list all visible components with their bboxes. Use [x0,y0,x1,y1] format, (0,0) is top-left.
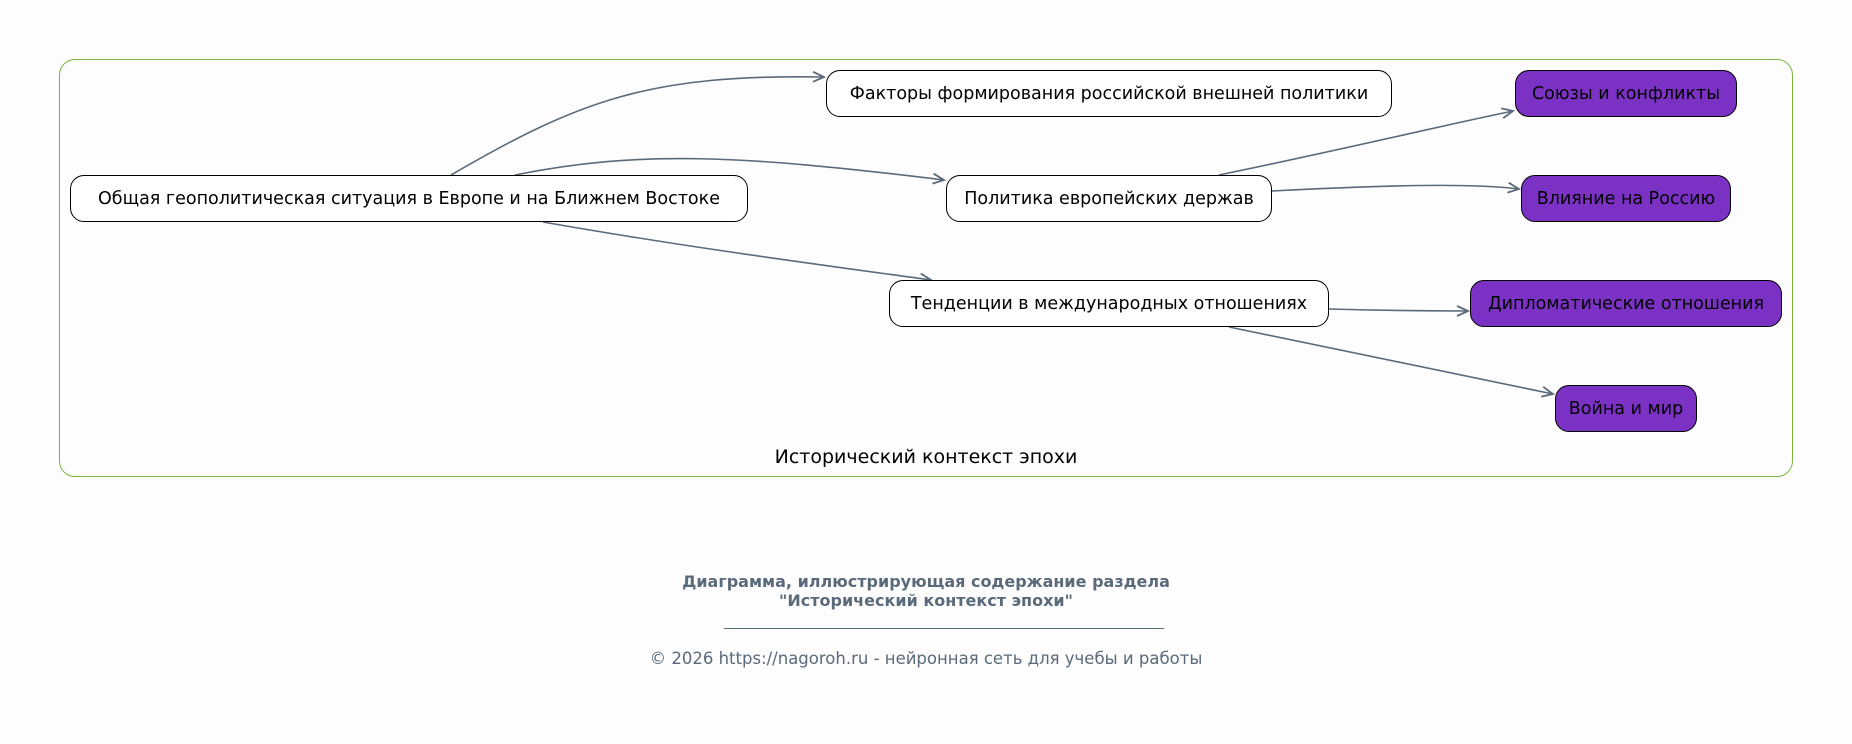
footer-title-line1: Диаграмма, иллюстрирующая содержание раз… [682,572,1170,591]
edge-trends-diplomatic [1328,309,1468,311]
cluster-historical-context [59,59,1793,477]
node-alliances[interactable]: Союзы и конфликты [1515,70,1737,117]
footer-copyright: © 2026 https://nagoroh.ru - нейронная се… [649,649,1203,668]
node-factors[interactable]: Факторы формирования российской внешней … [826,70,1392,117]
edge-root-factors [450,77,824,176]
node-root[interactable]: Общая геополитическая ситуация в Европе … [70,175,748,222]
node-diplomatic[interactable]: Дипломатические отношения [1470,280,1782,327]
footer-title-line2: "Исторический контекст эпохи" [779,591,1073,610]
node-trends[interactable]: Тенденции в международных отношениях [889,280,1329,327]
node-influence[interactable]: Влияние на Россию [1521,175,1731,222]
edge-root-trends [542,221,931,280]
cluster-label: Исторический контекст эпохи [774,446,1078,468]
footer-divider [724,628,1164,629]
edge-root-policy [514,157,944,180]
node-war[interactable]: Война и мир [1555,385,1697,432]
edge-policy-alliances [1218,111,1513,176]
edge-policy-influence [1271,185,1519,191]
edge-trends-war [1228,326,1553,394]
footer-title: Диаграмма, иллюстрирующая содержание раз… [0,572,1852,610]
node-policy[interactable]: Политика европейских держав [946,175,1272,222]
